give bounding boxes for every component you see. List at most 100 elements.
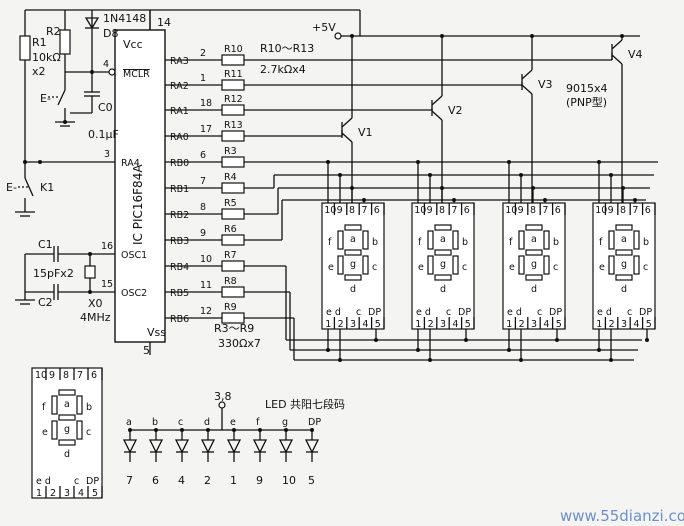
display-1-lbl-c2: c bbox=[356, 307, 361, 318]
legend-digit-pin-bot-5: 5 bbox=[92, 488, 98, 499]
pin-num-ra3: 2 bbox=[200, 48, 206, 59]
wire bbox=[521, 69, 533, 80]
display-4-lbl-f: f bbox=[599, 237, 603, 248]
transistor-pnp: (PNP型) bbox=[566, 95, 607, 109]
r-top-value: 2.7kΩx4 bbox=[260, 63, 306, 76]
display-2-seg-f bbox=[427, 230, 434, 250]
display-2-lbl-e2: e d bbox=[416, 307, 431, 318]
pin-mclr-num: 4 bbox=[103, 59, 109, 70]
display-2-seg-d bbox=[434, 274, 452, 281]
pin-rb5: RB5 bbox=[170, 288, 189, 299]
display-4-lbl-b: b bbox=[643, 237, 649, 248]
display-2-seg-b bbox=[452, 230, 459, 250]
junction-dot bbox=[464, 338, 468, 342]
legend-digit-lbl-d: d bbox=[64, 449, 70, 460]
display-1-pin-bot-4: 4 bbox=[362, 319, 368, 330]
display-3-lbl-g: g bbox=[531, 259, 537, 270]
c1-label: C1 bbox=[38, 238, 53, 251]
display-1-body bbox=[321, 202, 385, 330]
resistor-label-r5: R5 bbox=[224, 198, 237, 209]
display-1-lbl-f: f bbox=[328, 237, 332, 248]
pin-ra1: RA1 bbox=[170, 106, 189, 117]
display-4-seg-a bbox=[615, 224, 633, 231]
legend-digit-seg-e bbox=[51, 420, 58, 440]
junction-dot bbox=[362, 198, 366, 202]
display-2-pin-top-8: 8 bbox=[439, 205, 445, 216]
display-3-seg-e bbox=[518, 255, 525, 275]
junction-dot bbox=[507, 160, 511, 164]
legend-digit-pin-top-9: 9 bbox=[49, 370, 55, 381]
pin-rb6: RB6 bbox=[170, 314, 189, 325]
display-2-seg-a bbox=[434, 224, 452, 231]
display-3-lbl-a: a bbox=[531, 234, 537, 245]
resistor-label-r6: R6 bbox=[224, 224, 237, 235]
display-1-lbl-c: c bbox=[372, 262, 377, 273]
pin-ra2: RA2 bbox=[170, 81, 189, 92]
display-4-lbl-d: d bbox=[621, 284, 627, 295]
junction-dot bbox=[452, 198, 456, 202]
wire bbox=[611, 39, 623, 50]
junction-dot bbox=[597, 160, 601, 164]
display-2-lbl-g: g bbox=[440, 259, 446, 270]
pin-num-rb2: 8 bbox=[200, 202, 206, 213]
display-1-pin-top-7: 7 bbox=[361, 205, 367, 216]
display-3-body bbox=[502, 202, 566, 330]
junction-dot bbox=[440, 34, 444, 38]
resistor-label-r11: R11 bbox=[224, 69, 243, 80]
display-2-pin-bot-3: 3 bbox=[440, 319, 446, 330]
resistor-r5 bbox=[221, 208, 245, 220]
display-4-lbl-e2: e d bbox=[597, 307, 612, 318]
led-seg-g: g bbox=[282, 417, 288, 428]
led-seg-e: e bbox=[230, 417, 236, 428]
display-2-lbl-d: d bbox=[440, 284, 446, 295]
led-pin-e: 1 bbox=[230, 474, 237, 487]
r-bot-group: R3～R9 bbox=[214, 322, 254, 335]
legend-digit-lbl-a: a bbox=[64, 399, 70, 410]
legend-digit-lbl-e: e bbox=[42, 427, 48, 438]
transistor-label-v1: V1 bbox=[358, 126, 373, 139]
display-2-lbl-c2: c bbox=[446, 307, 451, 318]
resistor-label-r7: R7 bbox=[224, 250, 237, 261]
display-1-lbl-d: d bbox=[350, 284, 356, 295]
resistor-r12 bbox=[221, 104, 245, 116]
pin-ra3: RA3 bbox=[170, 56, 189, 67]
r-bot-value: 330Ωx7 bbox=[218, 337, 261, 350]
c0-label: C0 bbox=[98, 101, 113, 114]
x0-value: 4MHz bbox=[80, 311, 111, 324]
junction-dot bbox=[519, 173, 523, 177]
wire bbox=[341, 117, 353, 128]
resistor-r7 bbox=[221, 260, 245, 272]
display-3-lbl-b: b bbox=[553, 237, 559, 248]
display-3-seg-c bbox=[543, 255, 550, 275]
d8-diode bbox=[84, 17, 100, 30]
resistor-r3 bbox=[221, 156, 245, 168]
display-3-pin-bot-5: 5 bbox=[556, 319, 562, 330]
display-4-lbl-e: e bbox=[599, 262, 605, 273]
legend-digit-seg-f bbox=[51, 395, 58, 415]
pin-osc2-num: 15 bbox=[101, 279, 113, 290]
display-3-seg-g bbox=[525, 249, 543, 256]
junction-dot bbox=[428, 173, 432, 177]
k1-label: K1 bbox=[40, 181, 54, 194]
display-1-lbl-b: b bbox=[372, 237, 378, 248]
display-1-lbl-e2: e d bbox=[326, 307, 341, 318]
legend-digit-seg-c bbox=[76, 420, 83, 440]
led-common-pins: 3,8 bbox=[214, 390, 232, 403]
junction-dot bbox=[609, 173, 613, 177]
display-3-lbl-dp: DP bbox=[549, 307, 562, 318]
display-4-pin-bot-3: 3 bbox=[621, 319, 627, 330]
junction-dot bbox=[543, 198, 547, 202]
legend-digit-pin-top-8: 8 bbox=[63, 370, 69, 381]
display-4-pin-bot-5: 5 bbox=[646, 319, 652, 330]
display-3-lbl-d: d bbox=[531, 284, 537, 295]
pin-rb1: RB1 bbox=[170, 184, 189, 195]
pin-num-rb0: 6 bbox=[200, 150, 206, 161]
pin-rb0: RB0 bbox=[170, 158, 189, 169]
display-1-seg-b bbox=[362, 230, 369, 250]
display-2-pin-top-7: 7 bbox=[451, 205, 457, 216]
